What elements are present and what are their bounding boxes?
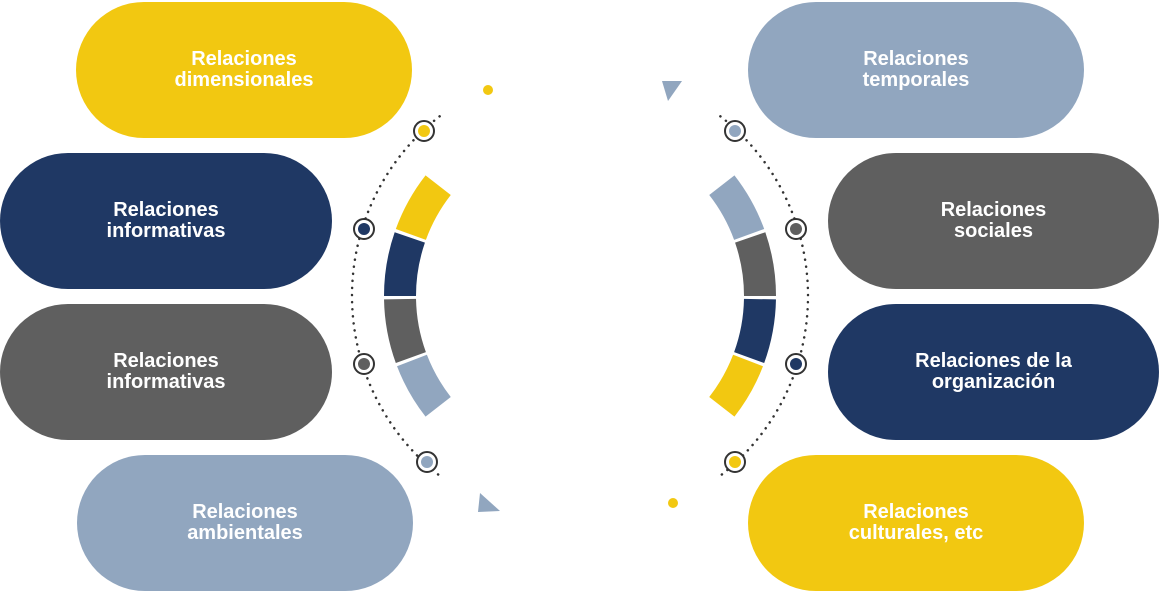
node-right-4: Relaciones culturales, etc xyxy=(748,455,1084,591)
node-right-1: Relaciones temporales xyxy=(748,2,1084,138)
dotted-guide-left xyxy=(350,115,441,477)
node-label: Relaciones informativas xyxy=(106,350,226,393)
arc-segment xyxy=(384,298,426,364)
connector-dot xyxy=(358,223,370,235)
arc-segment xyxy=(709,175,765,240)
connector-dot xyxy=(421,456,433,468)
arc-segment xyxy=(395,175,451,240)
start-dot xyxy=(483,85,493,95)
arc-segment xyxy=(735,232,776,296)
node-label: Relaciones dimensionales xyxy=(174,48,314,91)
node-right-2: Relaciones sociales xyxy=(828,153,1159,289)
connector-dot xyxy=(418,125,430,137)
node-label: Relaciones de la organización xyxy=(915,350,1072,393)
arc-segment xyxy=(397,354,451,417)
connector-dot xyxy=(729,456,741,468)
arrowhead-icon xyxy=(478,493,500,512)
arrowhead-icon xyxy=(662,81,682,101)
connector-dot xyxy=(790,223,802,235)
node-left-2: Relaciones informativas xyxy=(0,153,332,289)
node-left-4: Relaciones ambientales xyxy=(77,455,413,591)
node-label: Relaciones ambientales xyxy=(187,501,303,544)
connector-dot xyxy=(358,358,370,370)
node-left-1: Relaciones dimensionales xyxy=(76,2,412,138)
connector-dot xyxy=(790,358,802,370)
node-left-3: Relaciones informativas xyxy=(0,304,332,440)
start-dot xyxy=(668,498,678,508)
node-label: Relaciones culturales, etc xyxy=(848,501,984,544)
arc-segment xyxy=(384,232,425,296)
arc-segment xyxy=(734,298,776,364)
arc-segment xyxy=(709,354,763,417)
node-label: Relaciones sociales xyxy=(940,199,1047,242)
dotted-guide-right xyxy=(719,115,810,477)
node-label: Relaciones temporales xyxy=(862,48,970,91)
node-right-3: Relaciones de la organización xyxy=(828,304,1159,440)
node-label: Relaciones informativas xyxy=(106,199,226,242)
connector-dot xyxy=(729,125,741,137)
